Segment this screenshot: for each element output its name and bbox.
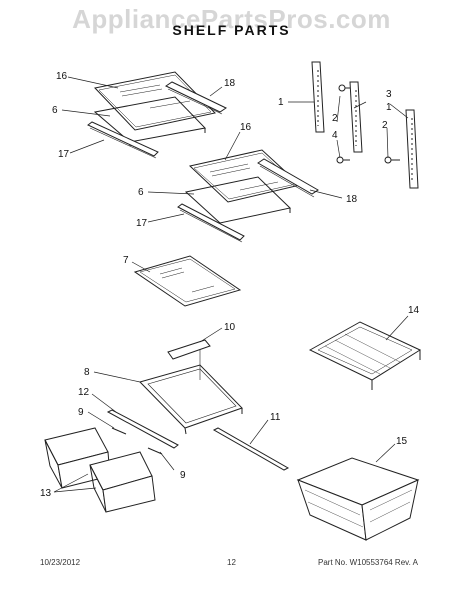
callout-2-right: 2 (382, 120, 388, 131)
callout-2-left: 2 (332, 113, 338, 124)
callout-11: 11 (270, 412, 281, 423)
callout-14: 14 (408, 305, 420, 316)
watermark: AppliancePartsPros.com (72, 4, 391, 34)
callout-1-left: 1 (278, 97, 284, 108)
callout-4: 4 (332, 130, 338, 141)
callout-18-middle: 18 (346, 194, 358, 205)
callout-labels: 16 18 6 17 16 6 17 18 1 2 4 3 1 2 7 10 8… (40, 71, 420, 499)
callout-7: 7 (123, 255, 129, 266)
callout-12: 12 (78, 387, 90, 398)
crisper-drawers (44, 427, 156, 513)
callout-17-upper: 17 (58, 149, 70, 160)
callout-13: 13 (40, 488, 52, 499)
callout-3: 3 (386, 89, 392, 100)
page-title: SHELF PARTS (172, 22, 291, 38)
footer-date: 10/23/2012 (40, 558, 81, 567)
callout-9-left: 9 (78, 407, 84, 418)
callout-17-middle: 17 (136, 218, 148, 229)
callout-6-middle: 6 (138, 187, 144, 198)
upper-shelf-assembly (87, 71, 228, 159)
callout-16-middle: 16 (240, 122, 252, 133)
callout-1-right: 1 (386, 102, 392, 113)
footer-page-number: 12 (227, 558, 236, 567)
callout-15: 15 (396, 436, 408, 447)
middle-shelf-assembly (177, 149, 319, 243)
callout-8: 8 (84, 367, 90, 378)
callout-6-upper: 6 (52, 105, 58, 116)
crisper-cover-frame (106, 339, 290, 471)
callout-16-upper: 16 (56, 71, 68, 82)
callout-9-right: 9 (180, 470, 186, 481)
callout-18-upper: 18 (224, 78, 236, 89)
leader-lines (53, 76, 409, 493)
shelf-rails (311, 61, 419, 189)
wire-basket-lower (296, 457, 420, 541)
footer-part-number: Part No. W10553764 Rev. A (318, 558, 418, 567)
callout-10: 10 (224, 322, 236, 333)
wire-basket-upper (308, 321, 422, 390)
glass-shelf-7 (133, 255, 242, 307)
